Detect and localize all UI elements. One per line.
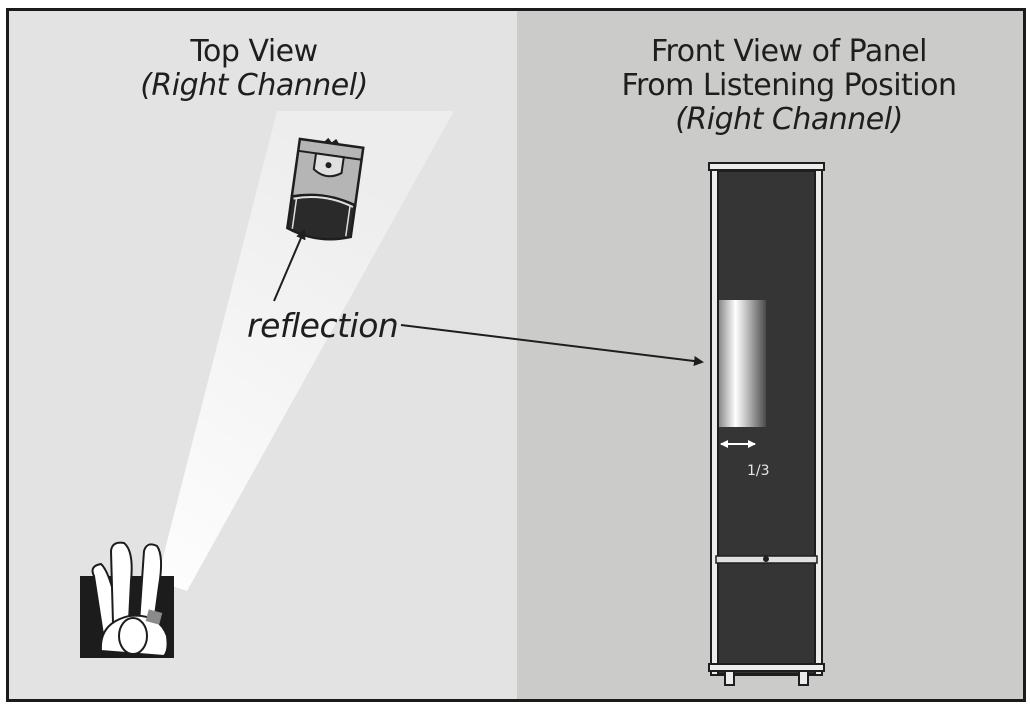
front-view-subtitle: (Right Channel) [675,102,903,137]
diagram-graphics [80,111,825,686]
top-view-subtitle: (Right Channel) [140,68,368,103]
diagram-frame: Top View (Right Channel) Front View of P… [6,8,1026,702]
reflection-arrow-to-speaker [273,229,306,302]
front-view-title: Front View of Panel From Listening Posit… [564,35,1014,137]
front-view-heading-line1: Front View of Panel [650,34,928,69]
reflection-arrow-to-panel [400,324,704,366]
reflection-label: reflection [247,306,399,345]
front-view-heading-line2: From Listening Position [621,68,957,103]
sound-beam [157,111,454,591]
reflection-highlight [719,300,766,427]
one-third-label: 1/3 [747,463,770,479]
top-view-heading: Top View [190,34,318,69]
listener-top-view-icon [80,541,174,658]
top-view-title: Top View (Right Channel) [89,35,419,103]
speaker-top-view-icon [285,137,365,241]
